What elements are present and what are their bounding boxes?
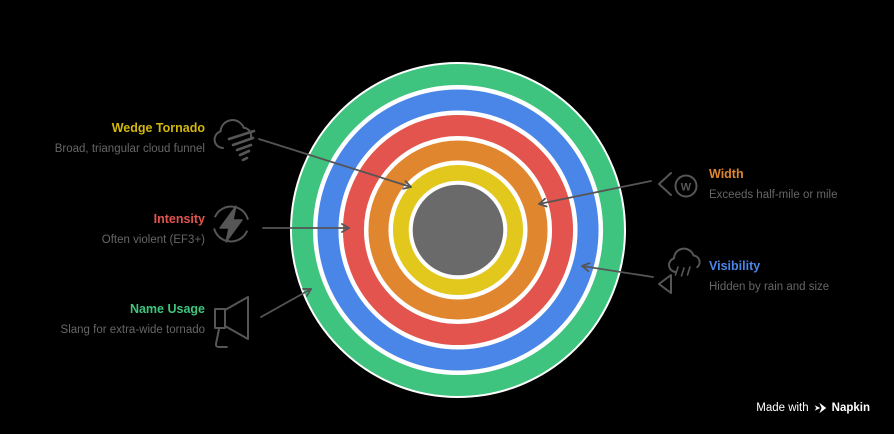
- ring-intensity: [338, 110, 578, 350]
- callout-visibility: Visibility Hidden by rain and size: [709, 259, 829, 294]
- svg-text:W: W: [681, 182, 692, 194]
- callout-wedge-tornado: Wedge Tornado Broad, triangular cloud fu…: [55, 121, 205, 156]
- arrow-name-usage: [260, 288, 312, 318]
- arrow-visibility: [581, 262, 654, 278]
- ring-width: [363, 135, 553, 325]
- callout-subtitle: Often violent (EF3+): [101, 234, 205, 246]
- arrow-wedge-tornado: [258, 138, 412, 190]
- arrow-width: [538, 180, 652, 208]
- napkin-watermark[interactable]: Made with Napkin: [756, 402, 870, 414]
- concentric-rings: [290, 62, 626, 398]
- callout-title: Visibility: [709, 259, 761, 273]
- megaphone-icon: [214, 296, 249, 348]
- callout-subtitle: Hidden by rain and size: [709, 281, 830, 293]
- callout-title: Intensity: [153, 212, 205, 226]
- made-with-text: Made with: [756, 402, 809, 414]
- lightning-circle-icon: [212, 205, 250, 243]
- ring-wedge-tornado: [388, 160, 528, 300]
- callout-intensity: Intensity Often violent (EF3+): [102, 212, 205, 247]
- callout-title: Name Usage: [129, 302, 205, 316]
- ring-core: [408, 180, 508, 280]
- ring-visibility: [312, 84, 604, 376]
- tornado-cloud-icon: [213, 119, 256, 162]
- callout-subtitle: Slang for extra-wide tornado: [60, 324, 205, 336]
- callout-title: Wedge Tornado: [111, 121, 205, 135]
- callout-subtitle: Exceeds half-mile or mile: [709, 189, 838, 201]
- width-measure-icon: W: [658, 172, 698, 198]
- napkin-brand-text: Napkin: [831, 402, 870, 414]
- callout-name-usage: Name Usage Slang for extra-wide tornado: [61, 302, 205, 337]
- connector-arrows: [258, 138, 654, 318]
- ring-name-usage: [290, 62, 626, 398]
- callout-subtitle: Broad, triangular cloud funnel: [54, 143, 205, 155]
- rain-cloud-icon: [658, 247, 701, 294]
- callout-width: Width Exceeds half-mile or mile: [709, 167, 837, 202]
- callout-title: Width: [709, 167, 744, 181]
- callout-icons: W: [212, 119, 701, 348]
- napkin-logo-icon: [814, 402, 826, 414]
